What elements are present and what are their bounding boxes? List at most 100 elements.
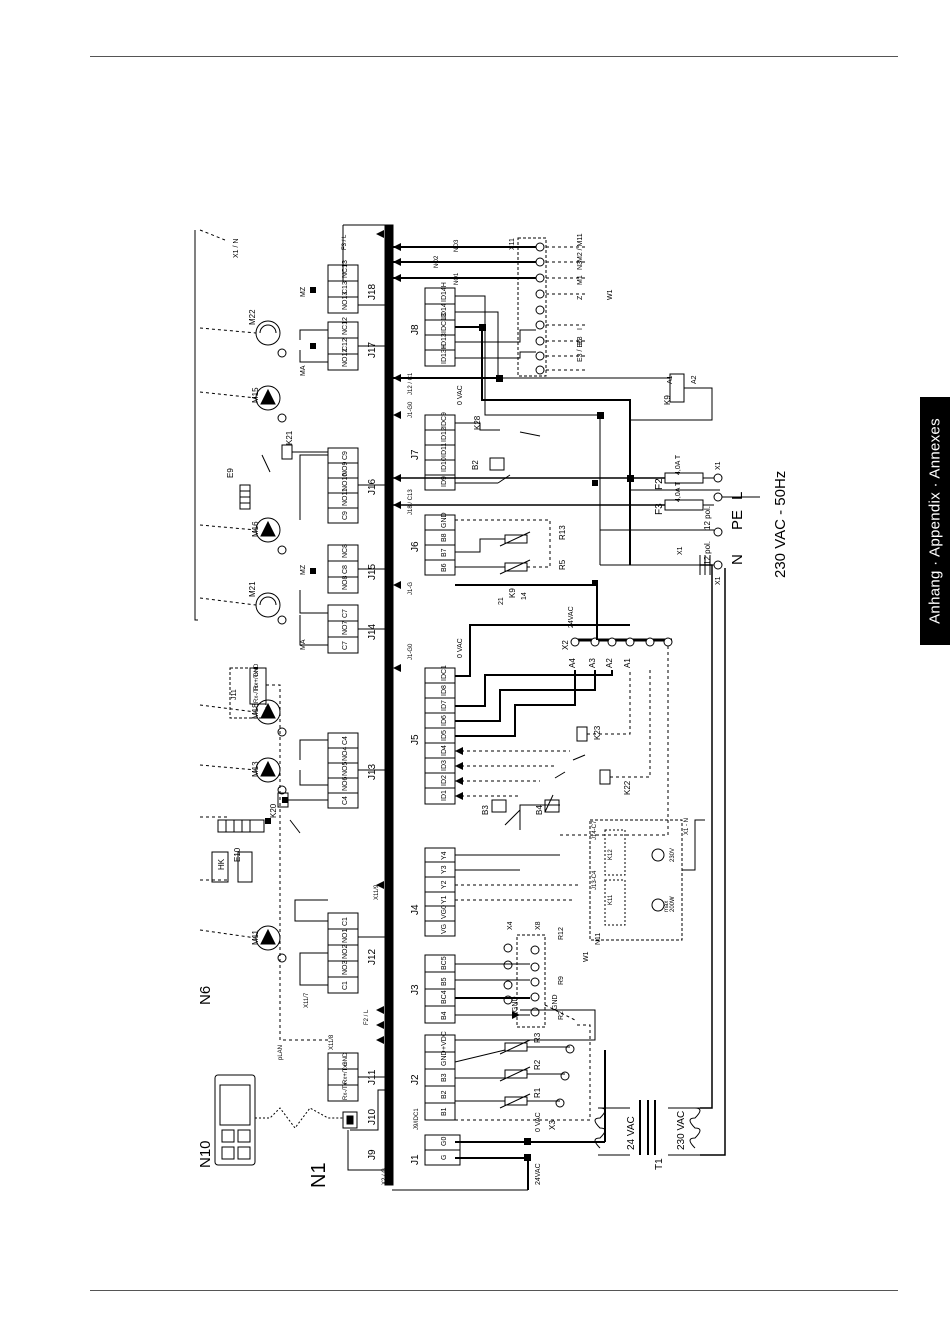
j12-pin-no2: NO2 — [342, 945, 349, 960]
rail-24vac: 24VAC — [535, 1163, 542, 1185]
relay-k9-label: K9 — [508, 588, 517, 598]
sensor-b2 — [489, 457, 505, 471]
load-m15: M15 — [251, 387, 260, 403]
j8-name: J8 — [410, 324, 421, 335]
j16-pin-no11: NO11 — [342, 488, 349, 506]
j4-pin-y4: Y4 — [441, 851, 448, 860]
connector-j8 — [424, 287, 456, 367]
j6-pin-b6: B6 — [441, 563, 448, 572]
j4-pin-vg0: VG0 — [441, 905, 448, 919]
j1-pin-g: G — [441, 1155, 448, 1160]
fuse-f3-rating: 4,0A T — [675, 481, 682, 502]
rail-0vac-3: 0 VAC — [457, 385, 464, 405]
j12-pin-c1b: C1 — [342, 981, 349, 990]
load-m22: M22 — [248, 309, 257, 325]
top-rule — [90, 56, 898, 57]
sensor-r1-label: R1 — [533, 1087, 542, 1098]
j5-pin-id1: ID1 — [441, 790, 448, 801]
j12-pin-no3: NO3 — [342, 961, 349, 976]
j5-name: J5 — [410, 734, 421, 745]
x11-z: Z — [577, 295, 584, 300]
sensor-r3 — [499, 1039, 531, 1055]
j16-pin-c9b: C9 — [342, 511, 349, 520]
load-k20: K20 — [269, 803, 278, 818]
relay-pin-a2: A2 — [691, 375, 698, 384]
j17-pin-no12: NO12 — [342, 349, 349, 367]
j12-name: J12 — [367, 948, 378, 965]
note-200w: 200W — [670, 896, 676, 912]
j18-pin-no13: NO13 — [342, 292, 349, 310]
connector-j10 — [342, 1111, 358, 1129]
j7-pin-idc9: IDC9 — [441, 412, 448, 428]
terminal-x4-label: X4 — [507, 921, 514, 930]
load-m18: M18 — [251, 703, 260, 719]
j2-pin-b1: B1 — [441, 1107, 448, 1116]
j4-pin-vg: VG — [441, 924, 448, 934]
terminal-x2-a3: A3 — [588, 658, 597, 668]
transformer-label: T1 — [654, 1158, 665, 1170]
transformer-primary: 230 VAC — [676, 1111, 687, 1150]
load-mz: MZ — [300, 564, 307, 575]
rail-24vac-2: 24VAC — [568, 606, 575, 628]
main-bus-bar — [384, 224, 394, 1186]
j13-pin-no6: NO6 — [342, 777, 349, 792]
appendix-side-tab: Anhang · Appendix · Annexes — [920, 397, 950, 645]
terminal-x8-label: X8 — [535, 921, 542, 930]
load-k21: K21 — [285, 430, 294, 445]
j5-pin-id7: ID7 — [441, 700, 448, 711]
j11b-pin-2: Rx+/Tx+ — [254, 667, 260, 690]
j9-name: J9 — [367, 1149, 378, 1160]
j5-pin-idc1: IDC1 — [441, 665, 448, 681]
load-mz-2: MZ — [300, 286, 307, 297]
j14-pin-c7b: C7 — [342, 641, 349, 650]
sensor-r2b-label: R2 — [558, 1011, 565, 1020]
relay-k11-label: K11 — [608, 894, 614, 905]
sensor-r2 — [499, 1066, 531, 1082]
j5-pin-id6: ID6 — [441, 715, 448, 726]
j13-pin-no5: NO5 — [342, 762, 349, 777]
j15-pin-nc8: NC8 — [342, 544, 349, 558]
sensor-gnd-label: GND — [552, 994, 559, 1010]
j16-name: J16 — [367, 478, 378, 495]
j8-pin-id14h: ID14H — [441, 282, 448, 302]
relay-pin-a1: A1 — [667, 375, 674, 384]
switch-b4 — [544, 799, 560, 813]
bus-label-x1n: X1 / N — [233, 239, 240, 258]
j5-pin-id4: ID4 — [441, 745, 448, 756]
x11-m2m11: M2 / M11 — [577, 233, 584, 262]
j12-pin-no1: NO1 — [342, 929, 349, 944]
bus-label-j12c1: J12 / C1 — [408, 372, 414, 395]
bus-label-x119: X11/9 — [374, 884, 380, 900]
j18-name: J18 — [367, 283, 378, 300]
board-n10-label: N10 — [197, 1140, 214, 1168]
j4-name: J4 — [410, 904, 421, 915]
sensor-b4-label: B4 — [535, 805, 544, 815]
pol-label-2: 12 pol. — [703, 541, 712, 565]
j3-name: J3 — [410, 984, 421, 995]
j14-pin-c7: C7 — [342, 609, 349, 618]
j17-pin-c12: C12 — [342, 338, 349, 351]
j11-name: J11 — [367, 1069, 378, 1085]
sensor-r9-label: R9 — [558, 976, 565, 985]
connector-j2 — [424, 1034, 456, 1121]
terminal-x11-label: X11 — [509, 238, 516, 250]
j15-name: J15 — [367, 563, 378, 580]
pol-label: 12 pol. — [703, 506, 712, 530]
terminal-x11 — [517, 237, 547, 377]
bus-label-j1g0: J1-G0 — [408, 643, 414, 660]
j8-pin-id13h: ID13H — [441, 344, 448, 364]
fuse-f2-label: F2 — [654, 478, 665, 490]
j5-pin-id5: ID5 — [441, 730, 448, 741]
j11b-name: J11 — [231, 689, 238, 700]
terminal-x2-a4: A4 — [568, 658, 577, 668]
j11-pin-1: Rx-/Tx- — [343, 1080, 349, 1100]
x11-m1: M1 — [577, 275, 584, 285]
terminal-x2-a1: A1 — [623, 658, 632, 668]
terminal-n10 — [214, 1074, 256, 1166]
j6-pin-gnd: GND — [441, 512, 448, 528]
note-w1: W1 — [607, 289, 614, 300]
relay-k22-label: K22 — [623, 780, 632, 795]
load-m16: M16 — [251, 521, 260, 537]
x11-e3e6: E3 / E6 — [577, 339, 584, 362]
j7-pin-id12: ID12 — [441, 427, 448, 442]
